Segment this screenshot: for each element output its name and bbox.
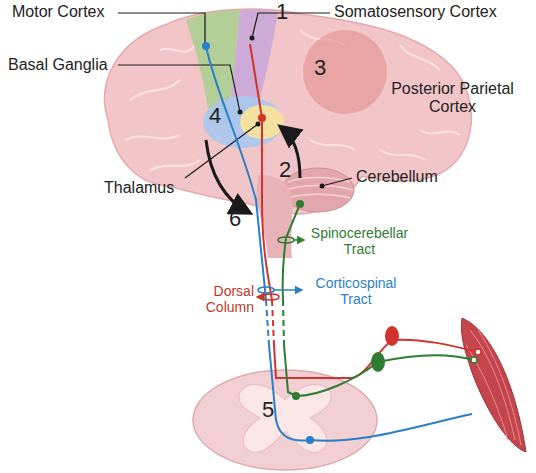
neuron-body: [296, 200, 304, 208]
receptor: [471, 357, 477, 363]
cerebellum-folia: [285, 178, 353, 199]
gray-matter: [239, 384, 331, 452]
region-label: Thalamus: [104, 179, 188, 197]
tract-label: Spinocerebellar Tract: [302, 226, 417, 257]
callout-number: 1: [271, 0, 293, 25]
tract-ring: [258, 287, 274, 293]
brain-gyri: [125, 30, 460, 170]
tract-arrow: [294, 239, 304, 241]
callout-number: 2: [274, 158, 296, 183]
callout-number: 3: [308, 56, 332, 81]
receptor: [475, 349, 481, 355]
tract-label: Corticospinal Tract: [306, 276, 406, 307]
tract-label: Dorsal Column: [196, 284, 254, 315]
loop-arrow: [206, 140, 248, 212]
region-label: Cerebellum: [356, 168, 466, 186]
spinocerebellar-path: [283, 204, 474, 396]
region-label: Somatosensory Cortex: [334, 3, 534, 21]
callout-number: 5: [255, 398, 281, 423]
tract-ring: [263, 294, 279, 300]
leader-line: [118, 13, 352, 186]
region-label: Motor Cortex: [12, 3, 122, 21]
dorsal-root-ganglion: [385, 326, 399, 346]
region-label: Basal Ganglia: [8, 56, 120, 74]
neuron-body: [202, 42, 210, 50]
tract-arrow: [274, 289, 302, 291]
dorsal-root-ganglion: [371, 352, 385, 372]
callout-number: 4: [204, 104, 226, 129]
cerebellum-shape: [282, 168, 354, 212]
neuron-body: [292, 392, 300, 400]
tract-ring: [278, 237, 294, 243]
tract-arrow: [257, 296, 263, 298]
muscle: [461, 318, 526, 452]
neuron-body: [258, 114, 266, 122]
region-label: Posterior Parietal Cortex: [380, 80, 525, 116]
callout-number: 6: [224, 207, 246, 232]
spinal-cord-section: [193, 370, 377, 470]
posterior-parietal-region: [303, 30, 387, 114]
leader-dot: [238, 36, 325, 189]
basal-ganglia-region: [203, 96, 283, 148]
brain-outline: [105, 9, 472, 214]
neuron-body: [306, 436, 314, 444]
muscle-fibers: [466, 330, 521, 445]
